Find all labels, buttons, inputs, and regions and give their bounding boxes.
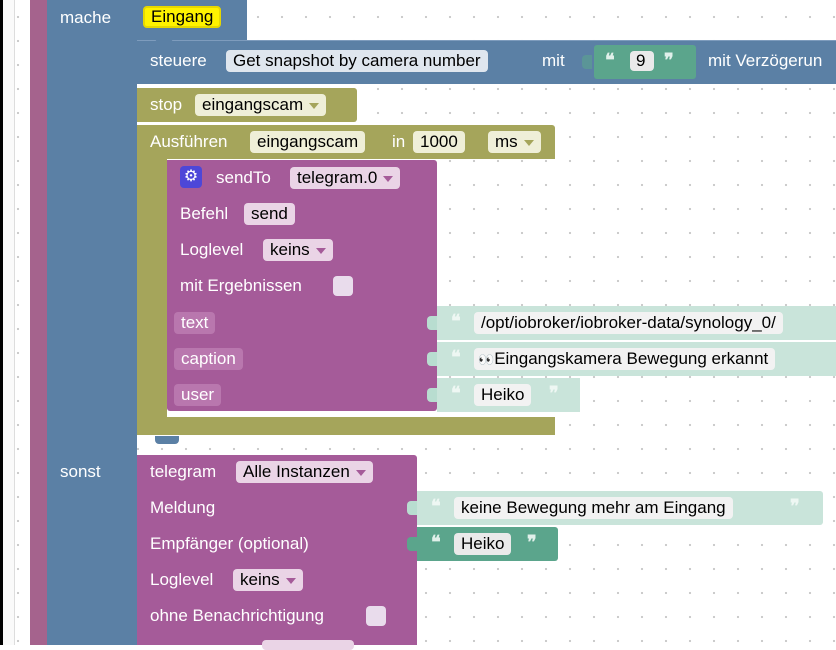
quote-open-icon: ❝	[451, 347, 461, 368]
gear-icon[interactable]: ⚙	[180, 166, 202, 188]
dropdown-arrow-icon	[315, 247, 326, 254]
sendto-results-label: mit Ergebnissen	[180, 276, 302, 295]
input-connector	[427, 352, 437, 366]
quote-close-icon: ❞	[527, 532, 537, 553]
quote-open-icon: ❝	[431, 532, 441, 553]
execute-block-footer	[137, 417, 555, 435]
telegram-loglevel-dropdown[interactable]: keins	[233, 569, 303, 591]
else-do-label: mache	[60, 8, 112, 27]
statement-notch	[155, 436, 179, 444]
quote-open-icon: ❝	[431, 496, 441, 517]
input-connector	[427, 316, 437, 330]
param-name-user[interactable]: user	[174, 384, 222, 406]
param-value-user[interactable]: Heiko	[474, 384, 532, 406]
dropdown-arrow-icon	[523, 139, 534, 146]
stop-label: stop	[150, 95, 183, 114]
window-edge	[0, 0, 3, 645]
telegram-instance-value: Alle Instanzen	[243, 462, 350, 481]
input-connector	[407, 537, 417, 551]
dropdown-arrow-icon	[285, 577, 296, 584]
else-label: sonst	[60, 462, 101, 481]
telegram-silent-label: ohne Benachrichtigung	[150, 606, 324, 625]
param-value-text[interactable]: /opt/iobroker/iobroker-data/synology_0/	[474, 312, 783, 334]
condition-value-field[interactable]: Eingang	[143, 6, 222, 28]
execute-unit-value: ms	[495, 132, 518, 151]
control-value-field[interactable]: 9	[630, 51, 654, 71]
telegram-label: telegram	[150, 462, 217, 481]
sendto-label: sendTo	[216, 168, 271, 187]
param-value-caption-text: Eingangskamera Bewegung erkannt	[494, 349, 769, 368]
telegram-loglevel-label: Loglevel	[150, 570, 214, 589]
param-name-caption[interactable]: caption	[174, 348, 243, 370]
param-name-text[interactable]: text	[174, 312, 216, 334]
sendto-instance-dropdown[interactable]: telegram.0	[290, 167, 401, 189]
input-connector	[407, 501, 417, 515]
quote-close-icon: ❞	[549, 383, 559, 404]
sendto-loglevel-label: Loglevel	[180, 240, 244, 259]
sendto-instance-value: telegram.0	[297, 168, 378, 187]
telegram-instance-dropdown[interactable]: Alle Instanzen	[236, 461, 373, 483]
control-delay-label: mit Verzögerun	[708, 51, 823, 70]
execute-in-label: in	[392, 132, 406, 151]
input-connector	[582, 55, 592, 69]
quote-open-icon: ❝	[605, 50, 615, 71]
if-else-block[interactable]	[47, 0, 137, 645]
sendto-loglevel-dropdown[interactable]: keins	[263, 239, 333, 261]
dropdown-arrow-icon	[355, 469, 366, 476]
execute-timer-field[interactable]: eingangscam	[250, 131, 366, 153]
sendto-command-label: Befehl	[180, 204, 229, 223]
input-connector	[427, 388, 437, 402]
control-target-dropdown[interactable]: Get snapshot by camera number	[226, 50, 488, 72]
stop-timer-name: eingangscam	[202, 95, 304, 114]
quote-open-icon: ❝	[451, 311, 461, 332]
sendto-loglevel-value: keins	[270, 240, 310, 259]
control-block-tab	[155, 35, 173, 42]
quote-open-icon: ❝	[451, 383, 461, 404]
control-keyword: steuere	[150, 51, 207, 70]
param-value-caption[interactable]: 👀Eingangskamera Bewegung erkannt	[474, 348, 776, 370]
quote-close-icon: ❞	[664, 50, 674, 71]
dropdown-arrow-icon	[309, 102, 320, 109]
control-with-label: mit	[542, 51, 565, 70]
telegram-recipient-label: Empfänger (optional)	[150, 534, 309, 553]
telegram-recipient-field[interactable]: Heiko	[454, 533, 512, 555]
sendto-command-field[interactable]: send	[244, 203, 295, 225]
dropdown-arrow-icon	[383, 175, 394, 182]
execute-block-arm	[137, 159, 167, 417]
execute-label: Ausführen	[150, 132, 228, 151]
telegram-next-field[interactable]	[262, 640, 354, 650]
telegram-message-field[interactable]: keine Bewegung mehr am Eingang	[454, 497, 733, 519]
outer-event-block-strip	[30, 0, 47, 645]
execute-unit-dropdown[interactable]: ms	[488, 131, 541, 153]
sendto-results-checkbox[interactable]	[333, 276, 353, 296]
execute-duration-field[interactable]: 1000	[413, 131, 465, 153]
quote-close-icon: ❞	[790, 496, 800, 517]
telegram-message-label: Meldung	[150, 498, 216, 517]
workspace-gutter	[3, 0, 15, 645]
telegram-silent-checkbox[interactable]	[366, 606, 386, 626]
eyes-emoji-icon: 👀	[478, 352, 495, 367]
telegram-loglevel-value: keins	[240, 570, 280, 589]
stop-timer-dropdown[interactable]: eingangscam	[195, 94, 327, 116]
